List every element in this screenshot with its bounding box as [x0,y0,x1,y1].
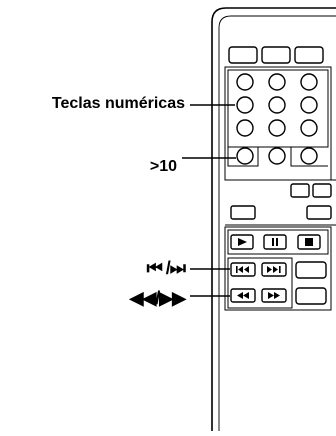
remote-inner-edge [218,15,336,431]
remote-body [211,7,336,431]
pause-icon [272,238,274,246]
top-button-1 [228,46,258,64]
numeric-key-1 [236,73,254,91]
top-button-2 [261,46,291,64]
skip-label: ⏮ /⏭ [146,258,186,278]
greater-than-10-label: >10 [149,158,177,175]
skip-back-icon [236,266,249,273]
numeric-key-9 [300,119,318,137]
enter-key [300,147,318,165]
play-icon [238,238,247,246]
numeric-key-8 [268,119,286,137]
fast-forward-icon [268,292,280,299]
transport-buttons [230,234,321,250]
mid-button-4 [306,205,332,220]
middle-section [225,179,336,226]
side-button-2 [295,287,327,305]
numeric-key-5 [268,96,286,114]
mid-button-2 [312,183,332,198]
numeric-key-2 [268,73,286,91]
mid-button-1 [290,183,310,198]
numeric-key-4 [236,96,254,114]
side-buttons [295,261,327,305]
leader-lines [182,104,236,297]
side-button-1 [295,261,327,279]
scan-buttons [230,288,287,303]
scan-label: ◀◀/▶▶ [129,288,186,308]
numeric-keys-label: Teclas numéricas [51,95,185,112]
skip-forward-icon [267,266,281,273]
greater-than-10-key [236,147,254,165]
skip-buttons [230,262,287,277]
rewind-icon [237,292,249,299]
top-button-3 [294,46,324,64]
top-buttons [228,46,324,64]
numeric-key-0 [268,147,286,165]
numeric-key-7 [236,119,254,137]
mid-button-3 [230,205,256,220]
numeric-key-3 [300,73,318,91]
stop-icon [305,238,313,246]
numeric-key-6 [300,96,318,114]
pause-button [263,234,287,250]
numeric-keypad [236,73,318,165]
